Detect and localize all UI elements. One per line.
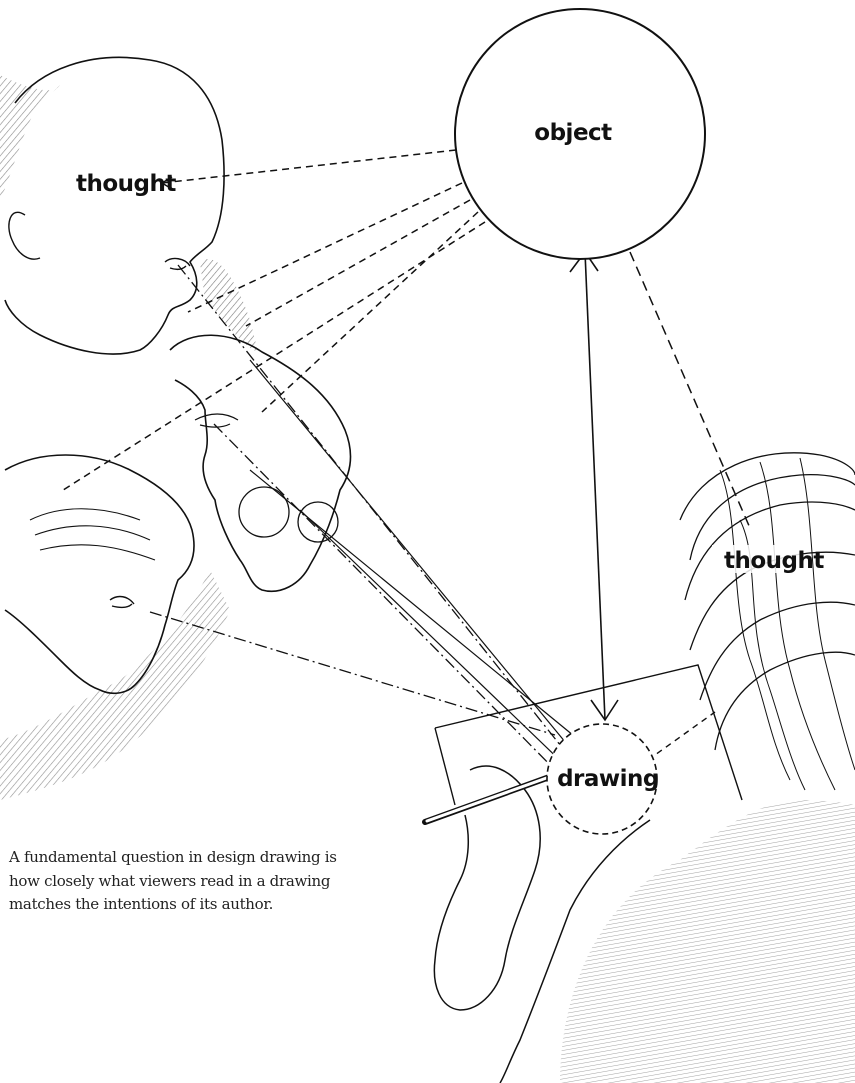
author-hair-strands (720, 458, 855, 790)
viewer-3-hair (30, 509, 155, 560)
viewer-2-glasses-right (298, 502, 338, 542)
viewer-2-brow (195, 414, 238, 427)
caption-line-3: matches the intentions of its author. (9, 893, 349, 917)
object-to-viewers-lines (60, 150, 485, 492)
viewer-2-glasses-left (239, 487, 289, 537)
object-label: object (534, 120, 612, 146)
left-shadow-bottom (0, 570, 230, 800)
viewer-1-ear (9, 212, 40, 259)
author-hair-outline (680, 453, 855, 750)
caption-line-1: A fundamental question in design drawing… (9, 846, 349, 870)
viewer-thought-label: thought (76, 171, 176, 197)
author-body-shading (560, 800, 855, 1083)
object-drawing-arrow-line (585, 252, 605, 720)
caption: A fundamental question in design drawing… (9, 846, 349, 917)
viewer-1-eye (165, 259, 190, 270)
drawing-label: drawing (557, 766, 659, 792)
left-shadow-top (0, 75, 60, 200)
viewer-3-eye (110, 597, 134, 608)
author-thought-label: thought (724, 548, 824, 574)
caption-line-2: how closely what viewers read in a drawi… (9, 870, 349, 894)
object-to-author-thought-line (630, 252, 750, 528)
pencil-inner (427, 776, 552, 821)
drawing-to-author-line (648, 712, 715, 760)
viewer-2-head (170, 335, 350, 591)
viewer-sightlines (150, 265, 580, 775)
